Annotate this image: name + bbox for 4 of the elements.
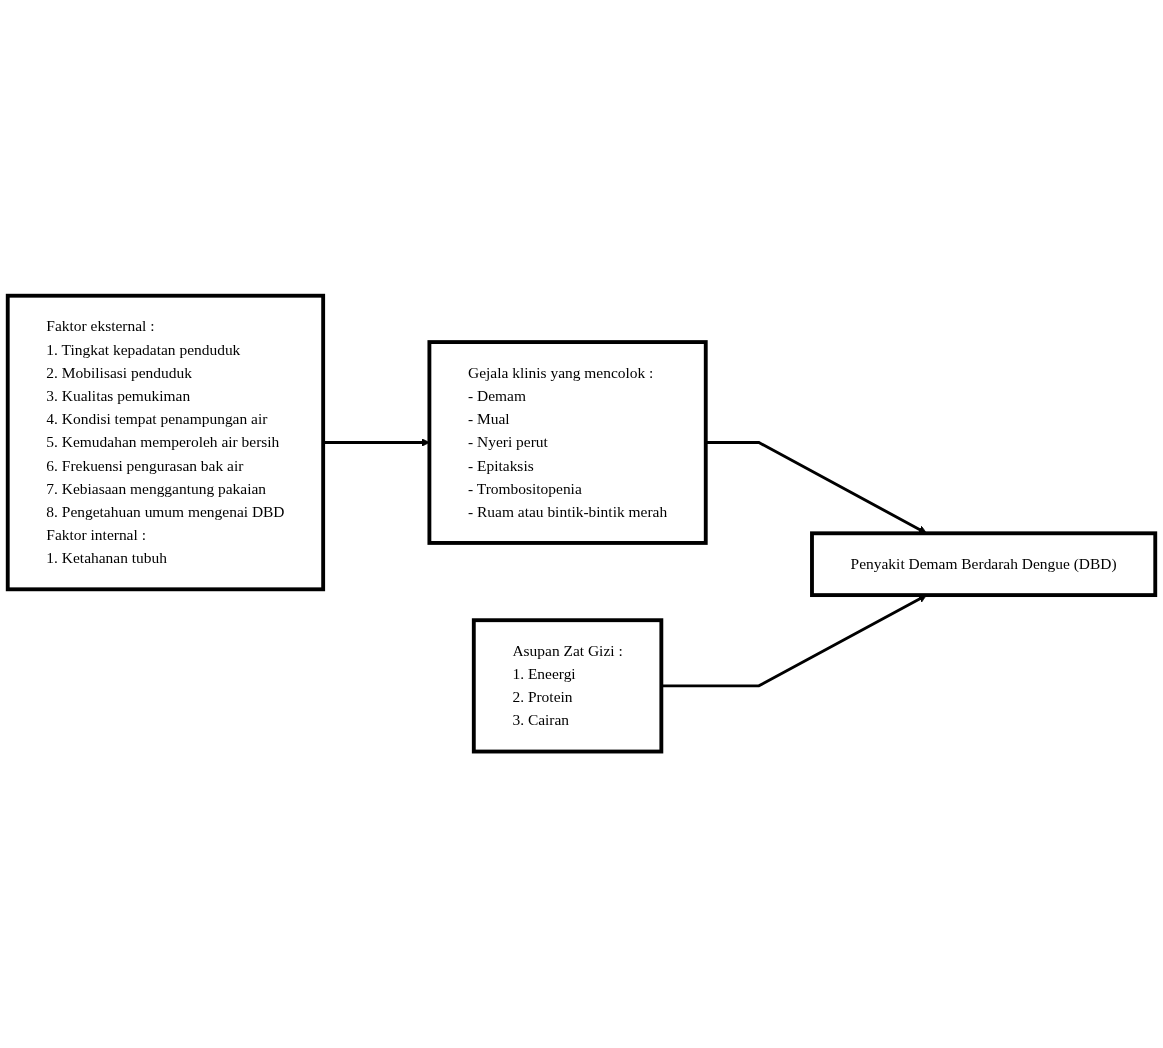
node-box: Faktor eksternal : 1. Tingkat kepadatan penduduk 2. Mobilisasi penduduk 3. Kualitas pemukiman 4. Kondisi tempat penampungan air 5. Kemudahan memperoleh air bersih 6. Frekuensi pengurasan bak air 7. Kebiasaan menggantung pakaian 8. Pengetahuan umum mengenai DBD Faktor internal : 1. Ketahanan tubuh [5, 294, 326, 592]
node-box: Asupan Zat Gizi : 1. Eneergi 2. Protein 3. Cairan [471, 618, 664, 754]
node-box: Gejala klinis yang mencolok : - Demam - Mual - Nyeri perut - Epitaksis - Trombositopenia - Ruam atau bintik-bintik merah [427, 340, 708, 546]
node-box: Penyakit Demam Berdarah Dengue (DBD) [810, 531, 1158, 598]
